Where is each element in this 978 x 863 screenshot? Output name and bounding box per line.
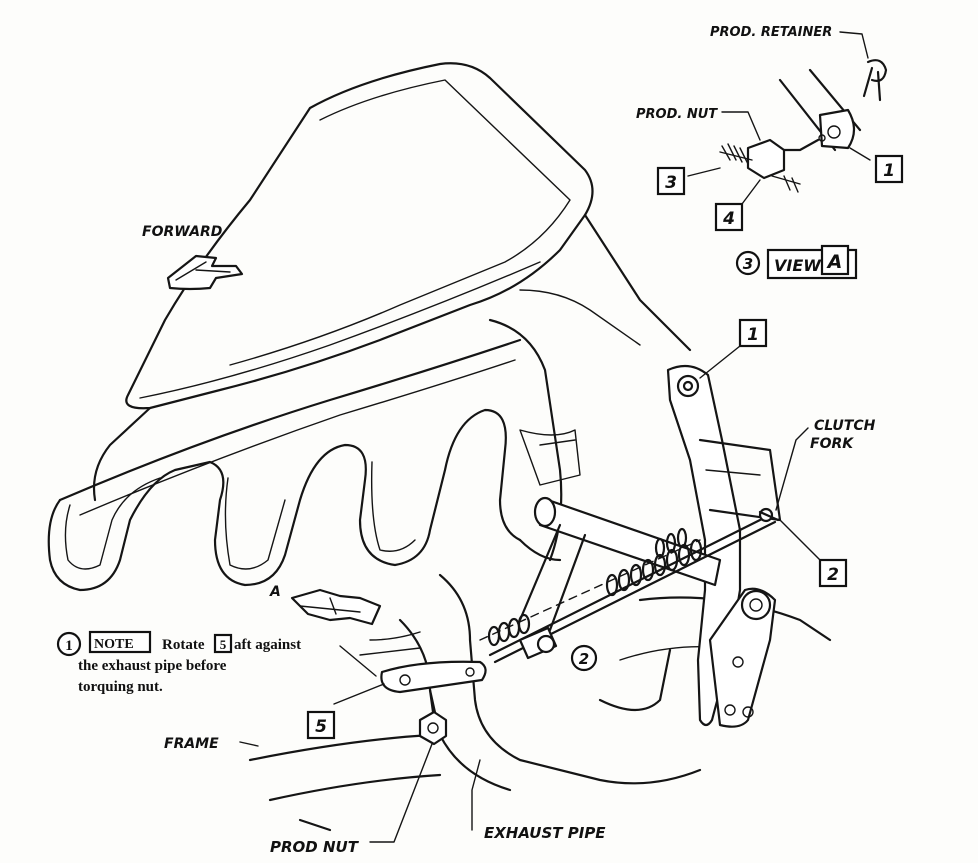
frame-label: FRAME [164, 736, 219, 752]
engine-valve-cover [92, 62, 692, 502]
forward-label: FORWARD [142, 224, 222, 240]
arrow-a-label: A [269, 584, 281, 600]
svg-text:4: 4 [722, 209, 735, 229]
svg-text:1: 1 [65, 638, 73, 654]
svg-text:Rotate: Rotate [162, 637, 205, 653]
clutch-label: CLUTCH [814, 418, 876, 434]
callout-2: 2 [818, 558, 848, 588]
view-a-inset [719, 59, 888, 193]
svg-text:the exhaust pipe before: the exhaust pipe before [78, 658, 227, 674]
callout-3: 3 [656, 166, 686, 196]
svg-text:torquing nut.: torquing nut. [78, 679, 163, 695]
prod-nut-top-label: PROD. NUT [636, 107, 718, 122]
svg-text:VIEW: VIEW [774, 256, 822, 275]
callout-1-main: 1 [738, 318, 768, 348]
callout-circle-2: 2 [570, 644, 598, 672]
svg-text:A: A [826, 251, 843, 273]
clutch-arm [666, 364, 782, 728]
exhaust-manifold [47, 318, 581, 592]
svg-text:1: 1 [747, 325, 759, 345]
lower-bracket [380, 660, 487, 746]
forward-arrow: FORWARD [142, 224, 244, 291]
note-block: 1 NOTE Rotate 5 aft against the exhaust … [56, 630, 301, 695]
prod-retainer-label: PROD. RETAINER [710, 25, 832, 40]
leader-lines [239, 31, 871, 843]
svg-text:5: 5 [220, 637, 227, 652]
view-a-caption: 3 VIEW A [735, 244, 858, 280]
callout-1-top: 1 [874, 154, 904, 184]
callout-5: 5 [306, 710, 336, 740]
svg-text:1: 1 [883, 161, 895, 181]
svg-text:aft against: aft against [234, 637, 301, 653]
svg-text:5: 5 [315, 717, 327, 737]
callout-4: 4 [714, 202, 744, 232]
prod-nut-bottom-label: PROD NUT [270, 838, 360, 856]
svg-text:3: 3 [743, 255, 753, 273]
svg-text:3: 3 [665, 173, 677, 193]
exhaust-pipe-label: EXHAUST PIPE [484, 824, 606, 842]
svg-text:2: 2 [579, 650, 589, 668]
push-rod [479, 507, 780, 664]
view-a-arrow: A [269, 584, 382, 626]
svg-text:2: 2 [827, 565, 839, 585]
svg-text:NOTE: NOTE [94, 637, 134, 652]
fork-label: FORK [810, 436, 854, 452]
